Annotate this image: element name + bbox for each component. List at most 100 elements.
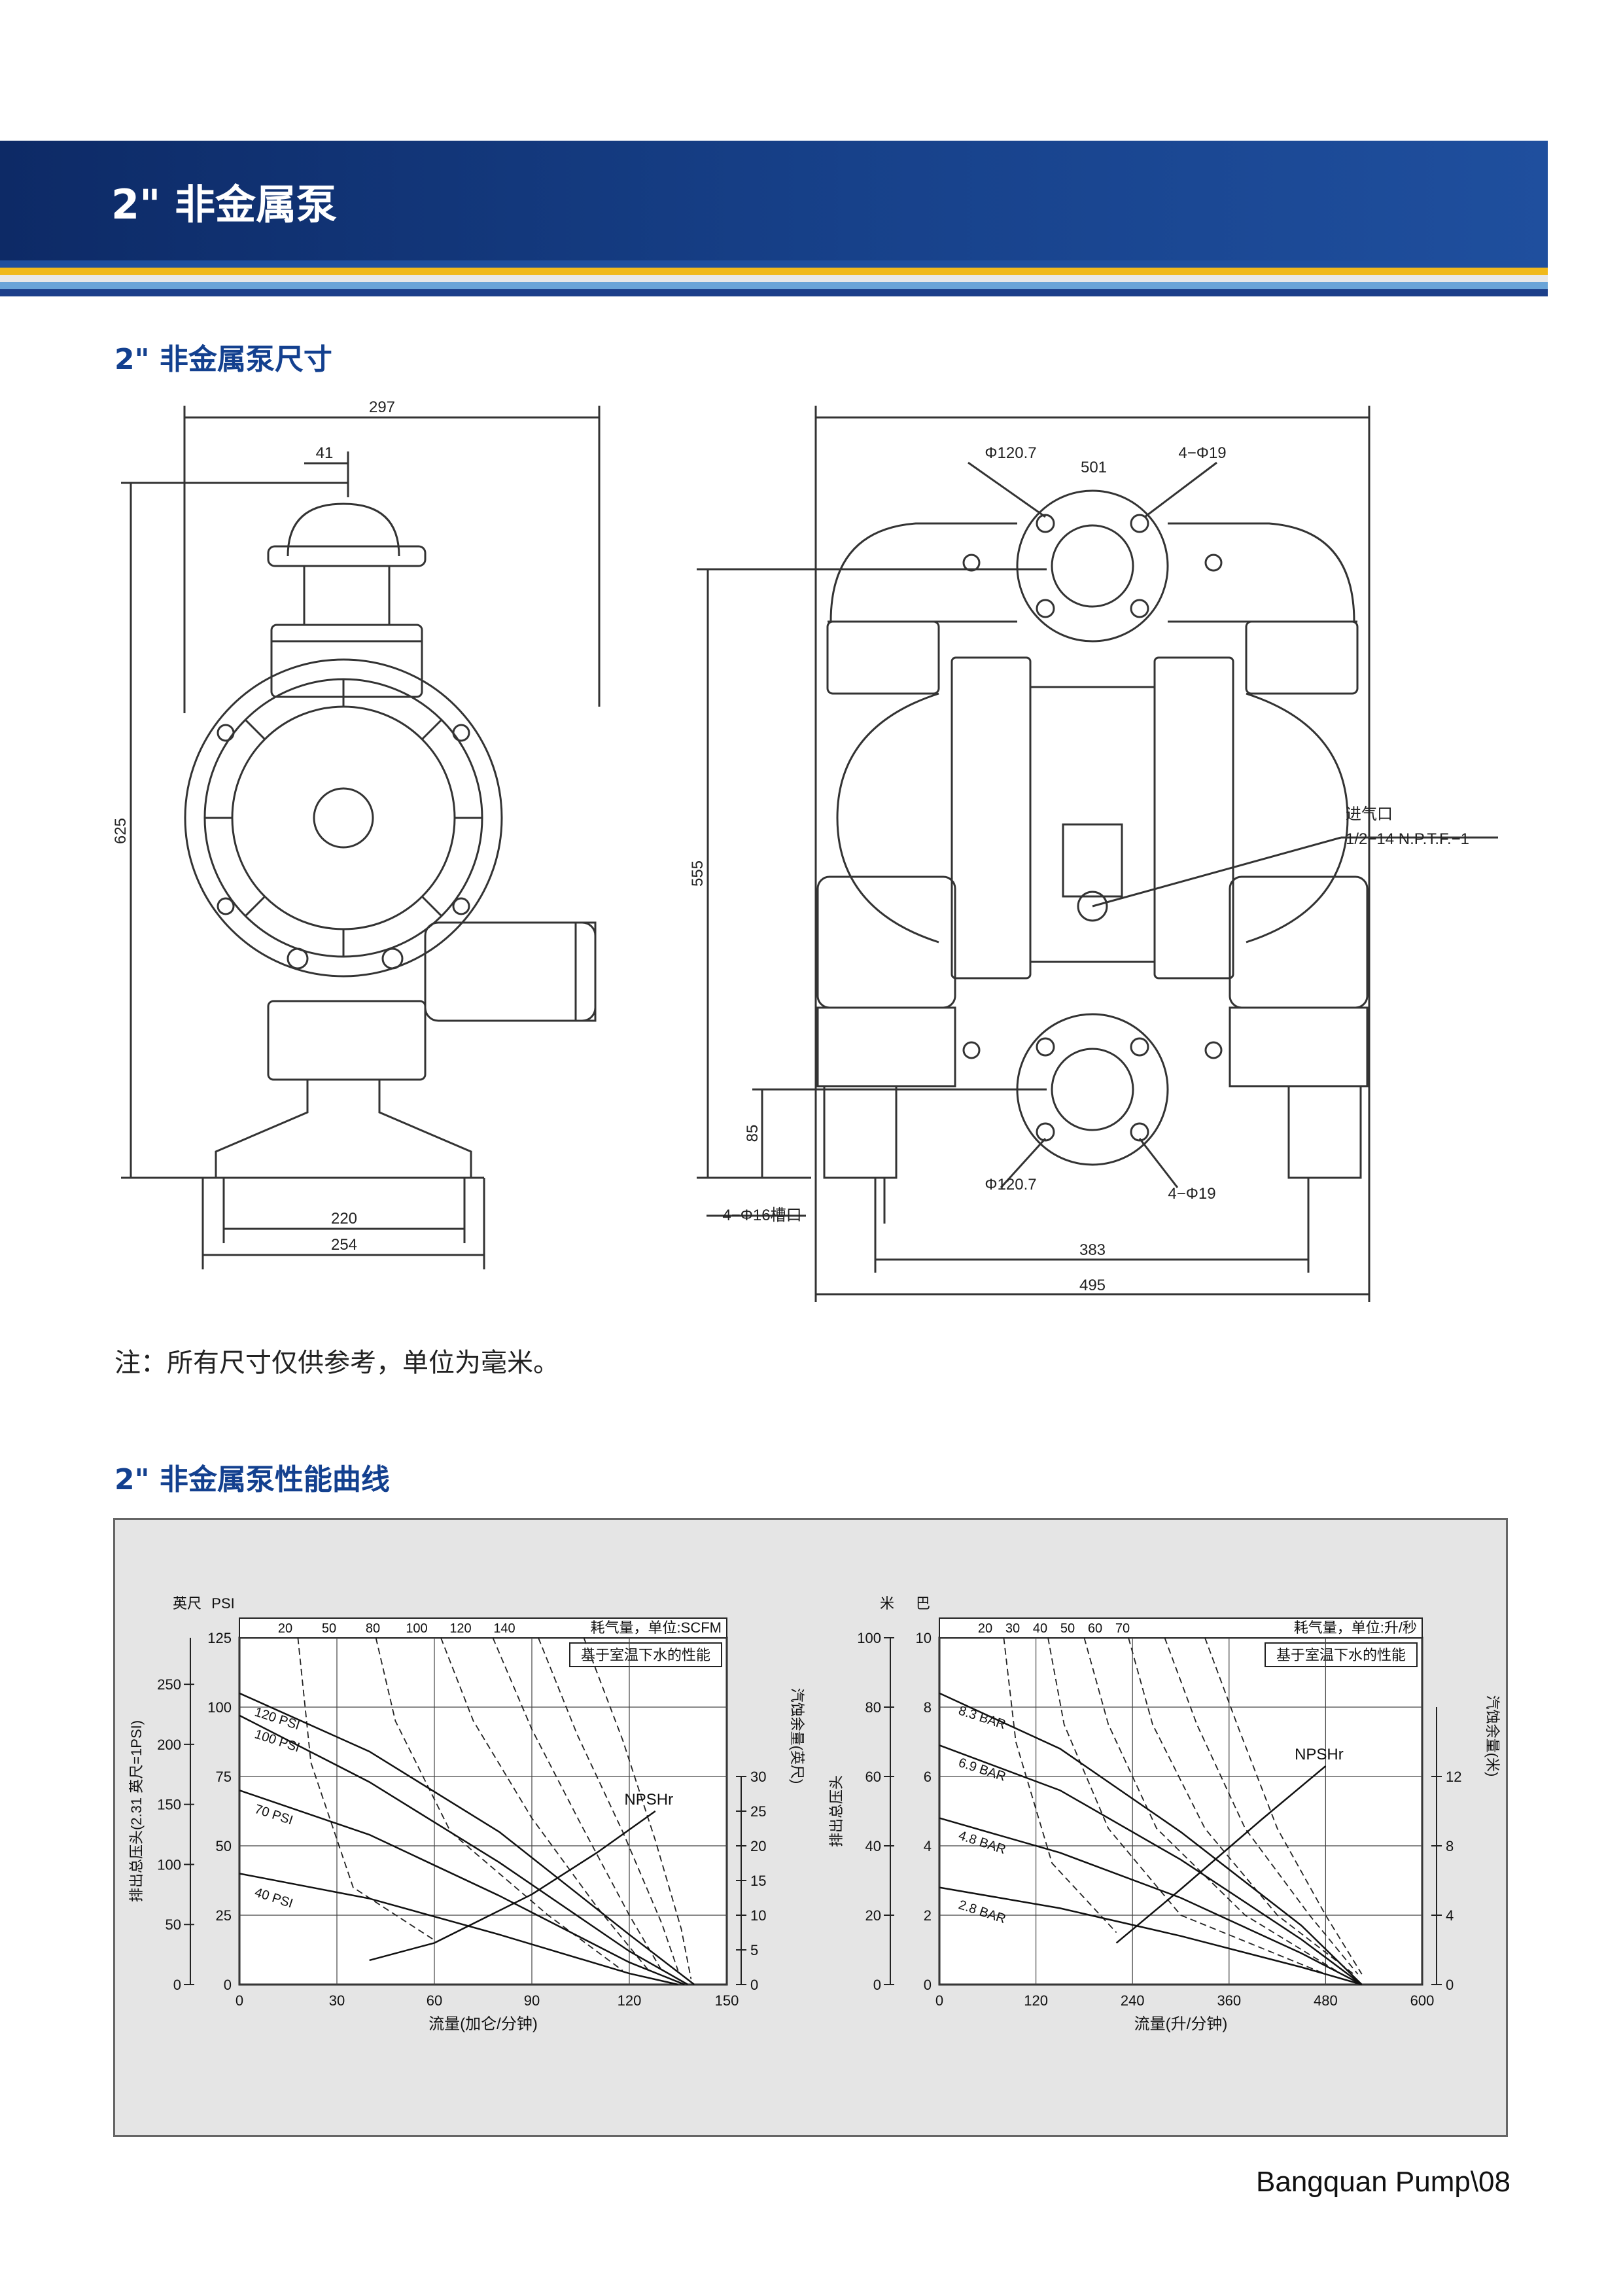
chart2-title-box	[1265, 1642, 1418, 1667]
dim-383: 383	[1079, 1241, 1106, 1259]
chart2-air-curve	[1204, 1637, 1363, 1975]
front-view-pump	[697, 406, 1498, 1302]
chart1-series-line	[239, 1790, 685, 1986]
dim-555: 555	[689, 860, 707, 887]
chart1-y-secondary-tick-label: 200	[157, 1737, 181, 1753]
chart2-air-curve	[1047, 1637, 1326, 1975]
chart2-air-curve	[1003, 1637, 1117, 1934]
chart1-right-tick-label: 0	[750, 1977, 758, 1993]
chart1-y-tick-label: 75	[216, 1769, 232, 1785]
chart2-y-tick-label: 8	[924, 1699, 932, 1716]
chart1-npsh-line	[369, 1810, 656, 1962]
dim-254: 254	[331, 1236, 357, 1254]
chart2-y-tick-label: 10	[916, 1630, 932, 1646]
chart1-air-curve	[440, 1637, 650, 1971]
chart1-top-tick: 20	[278, 1621, 292, 1636]
chart1-y-tick-label: 100	[207, 1699, 232, 1716]
chart1-plot-area	[238, 1636, 728, 1986]
chart2-y-tick-label: 2	[924, 1907, 932, 1924]
chart1-title: 基于室温下水的性能	[581, 1647, 710, 1663]
dim-bolts-bottom: 4−Φ19	[1168, 1185, 1215, 1203]
chart2-y-secondary-tick-label: 60	[865, 1769, 881, 1785]
chart1-right-tick-label: 20	[750, 1838, 766, 1854]
dim-slot: 4−Φ16槽口	[722, 1207, 801, 1224]
dimension-note: 注：所有尺寸仅供参考，单位为毫米。	[114, 1348, 559, 1378]
chart1-y-tick-label: 0	[224, 1977, 232, 1993]
chart2-air-curve	[1083, 1637, 1342, 1975]
chart1-series-line	[239, 1873, 678, 1986]
chart2-x-tick-label: 240	[1121, 1992, 1145, 2009]
chart1-title-box	[569, 1642, 722, 1667]
chart2-right-tick-label: 0	[1446, 1977, 1454, 1993]
chart2-air-curve	[1128, 1637, 1354, 1975]
chart1-npsh-label: NPSHr	[624, 1791, 673, 1809]
chart1-right-axis-label: 汽蚀余量(英尺)	[789, 1688, 805, 1784]
chart1-y-secondary-tick-label: 50	[166, 1916, 181, 1933]
chart1-right-tick-label: 5	[750, 1942, 758, 1958]
chart1-right-tick-label: 25	[750, 1803, 766, 1820]
dim-220: 220	[331, 1210, 357, 1227]
chart1-x-tick-label: 150	[715, 1992, 739, 2009]
chart2-y-tick-label: 4	[924, 1838, 932, 1854]
chart1-x-tick-label: 60	[427, 1992, 442, 2009]
chart1-air-curve	[583, 1637, 692, 1979]
chart2-y-unit-secondary: 米	[880, 1595, 894, 1612]
air-inlet-label: 进气口	[1346, 805, 1393, 823]
chart2-top-axis-label: 耗气量，单位:升/秒	[1294, 1619, 1417, 1636]
chart1-right-tick-label: 30	[750, 1769, 766, 1785]
chart1-y-axis-label: 排出总压头(2.31 英尺=1PSI)	[128, 1720, 145, 1902]
chart1-top-tick: 50	[322, 1621, 336, 1636]
chart2-top-tick: 60	[1088, 1621, 1102, 1636]
chart1-x-tick-label: 0	[236, 1992, 243, 2009]
page-title: 2" 非金属泵	[111, 181, 338, 228]
chart2-top-tick: 30	[1005, 1621, 1020, 1636]
chart1-series-line	[239, 1692, 695, 1985]
chart2-y-tick-label: 0	[924, 1977, 932, 1993]
air-inlet-thread: 1/2−14 N.P.T.F.−1	[1346, 830, 1469, 848]
dimensions-section-title: 2" 非金属泵尺寸	[114, 343, 332, 376]
footer-page: \08	[1470, 2166, 1510, 2198]
header-stripes	[0, 260, 1548, 296]
chart2-series-line	[939, 1744, 1363, 1986]
chart1-air-curve	[492, 1637, 663, 1971]
chart2-x-tick-label: 120	[1024, 1992, 1048, 2009]
dim-297: 297	[369, 398, 395, 416]
chart2-y-axis-label: 排出总压头	[828, 1775, 845, 1847]
performance-section-title: 2" 非金属泵性能曲线	[114, 1463, 390, 1496]
chart1-x-tick-label: 90	[524, 1992, 540, 2009]
chart2-plot-area	[938, 1636, 1423, 1986]
chart1-y-unit-primary: PSI	[211, 1595, 234, 1612]
chart1-y-tick-label: 125	[207, 1630, 232, 1646]
chart1-y-tick-label: 25	[216, 1907, 232, 1924]
footer-brand: Bangquan Pump	[1256, 2166, 1471, 2198]
chart2-right-tick-label: 12	[1446, 1769, 1461, 1785]
chart2-y-secondary-tick-label: 80	[865, 1699, 881, 1716]
chart2-npsh-line	[1115, 1765, 1327, 1944]
dim-41: 41	[316, 444, 334, 462]
chart2-air-curve	[1164, 1637, 1359, 1975]
dim-flange-bottom: Φ120.7	[985, 1176, 1036, 1193]
chart1-top-tick: 80	[366, 1621, 380, 1636]
chart1-series-line	[239, 1714, 689, 1986]
chart2-top-tick: 50	[1060, 1621, 1075, 1636]
chart2-series-line	[939, 1886, 1363, 1986]
chart2-top-tick: 70	[1115, 1621, 1130, 1636]
chart2-y-unit-primary: 巴	[916, 1595, 930, 1612]
dim-625: 625	[112, 818, 130, 844]
chart2-y-tick-label: 6	[924, 1769, 932, 1785]
footer: Bangquan Pump\08	[1256, 2166, 1510, 2199]
side-view-pump	[121, 406, 601, 1269]
chart1-top-tick: 100	[406, 1621, 427, 1636]
chart2-y-secondary-tick-label: 100	[857, 1630, 881, 1646]
chart1-air-curve	[297, 1637, 435, 1941]
dimension-drawing: 297 41 625 220 254 Φ120.7 501 4−Φ19 进气口 …	[112, 398, 1498, 1302]
dim-85: 85	[744, 1125, 761, 1142]
chart1-right-tick-label: 10	[750, 1907, 766, 1924]
chart2-series-line	[939, 1817, 1363, 1986]
dim-495: 495	[1079, 1277, 1106, 1294]
dim-bolts-top: 4−Φ19	[1178, 444, 1226, 462]
chart1-right-tick-label: 15	[750, 1873, 766, 1889]
chart2-y-secondary-tick-label: 0	[873, 1977, 881, 1993]
